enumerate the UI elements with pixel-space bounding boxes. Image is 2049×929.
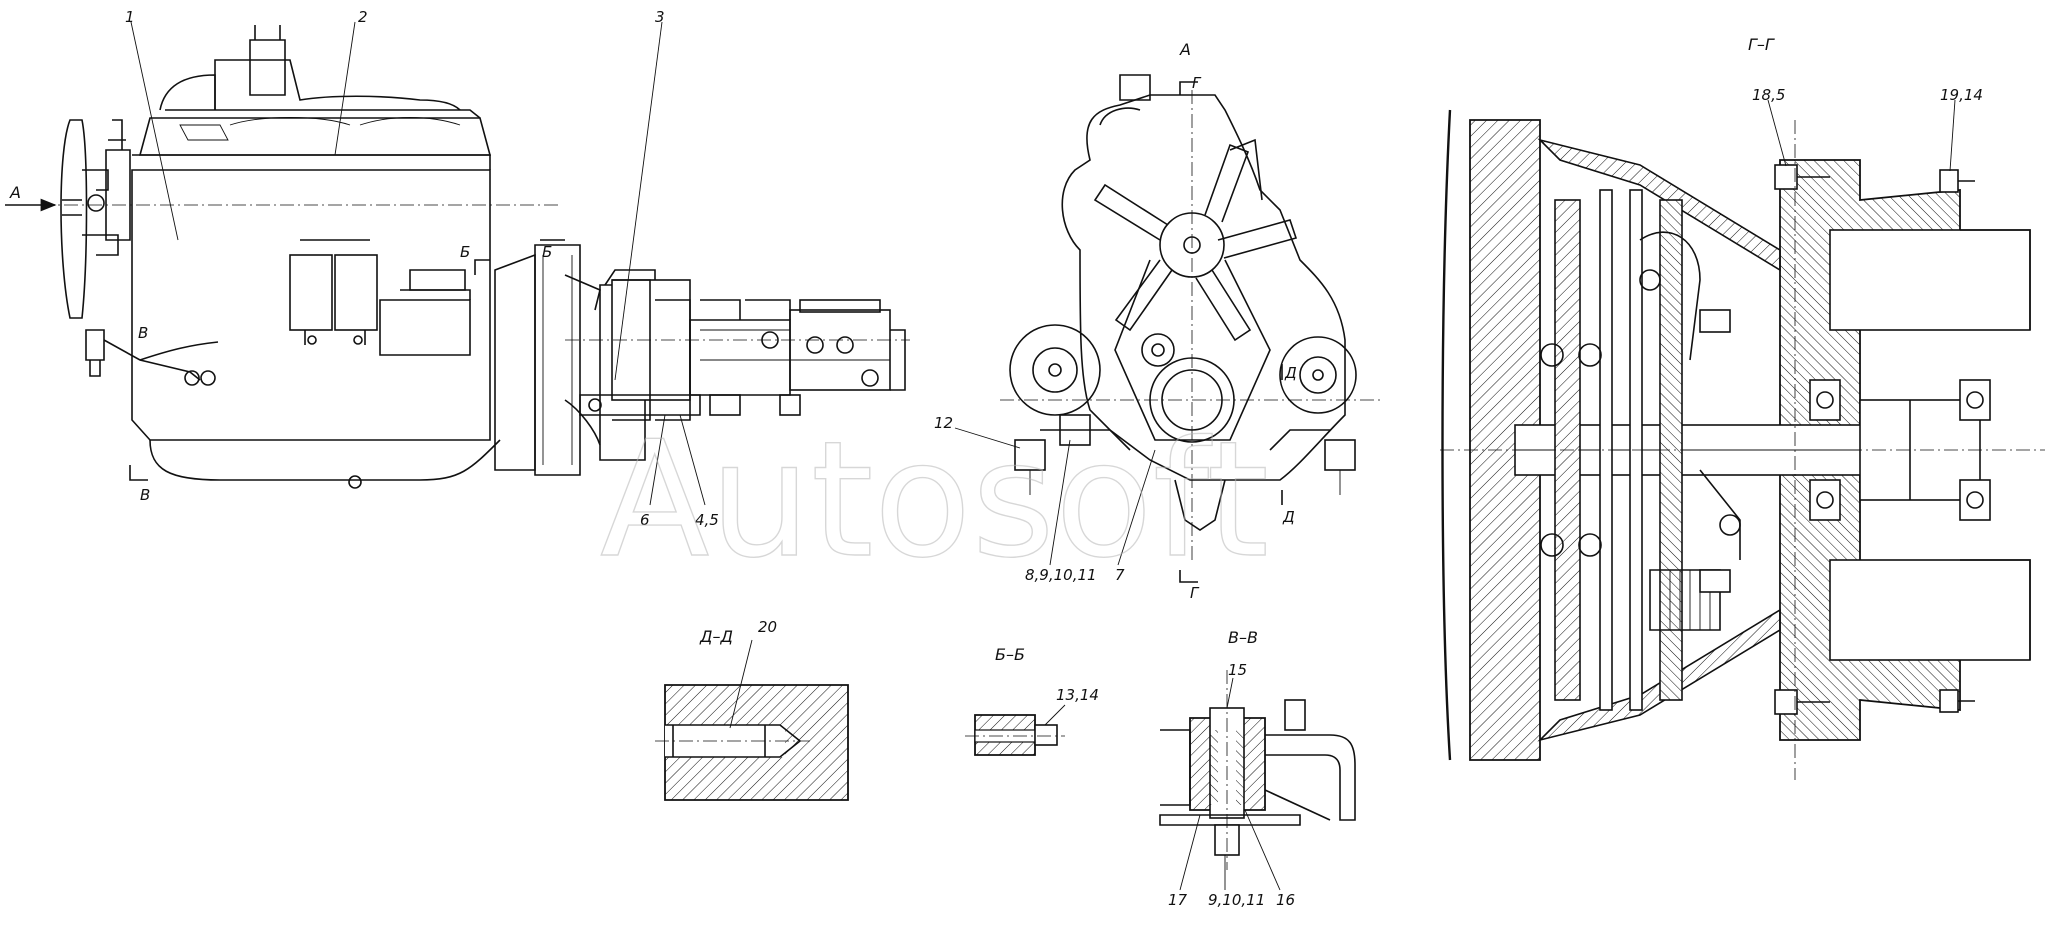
side-view: В xyxy=(5,8,910,529)
section-d-d: Д–Д 20 xyxy=(655,618,849,801)
callout-9-10-11: 9,10,11 xyxy=(1208,891,1265,909)
section-v-v: В–В 15 17 9,10,11 16 xyxy=(1159,628,1356,909)
view-a-arrow-label: A xyxy=(9,183,21,202)
callout-2: 2 xyxy=(358,8,368,26)
callout-12: 12 xyxy=(934,414,953,432)
view-a-title: A xyxy=(1179,40,1191,59)
callout-7: 7 xyxy=(1115,566,1125,584)
front-view-a: A xyxy=(934,40,1380,602)
callout-1: 1 xyxy=(125,8,135,26)
section-d-d-title: Д–Д xyxy=(699,627,733,646)
callout-16: 16 xyxy=(1276,891,1295,909)
callout-13-14: 13,14 xyxy=(1056,686,1099,704)
cut-d-bottom-label: Д xyxy=(1282,508,1295,526)
section-b-b-title: Б–Б xyxy=(995,645,1025,664)
section-g-g: Г–Г xyxy=(1440,35,2045,780)
callout-3: 3 xyxy=(655,8,665,26)
watermark-text: Autosoft xyxy=(600,406,1269,593)
callout-6: 6 xyxy=(640,511,650,529)
cut-d-top-label: Д xyxy=(1284,364,1297,382)
cut-b-label-2: Б xyxy=(542,243,552,261)
callout-18-5: 18,5 xyxy=(1752,86,1785,104)
callout-15: 15 xyxy=(1228,661,1247,679)
section-v-v-title: В–В xyxy=(1228,628,1258,647)
section-g-g-title: Г–Г xyxy=(1748,35,1775,54)
callout-19-14: 19,14 xyxy=(1940,86,1983,104)
section-b-b: Б–Б 13,14 xyxy=(965,645,1099,756)
cut-v-mid-label: В xyxy=(138,324,148,342)
cut-g-bottom-label: Г xyxy=(1190,584,1200,602)
callout-17: 17 xyxy=(1168,891,1188,909)
cut-b-label: Б xyxy=(460,243,470,261)
cut-v-bottom-label: В xyxy=(140,486,150,504)
callout-20: 20 xyxy=(758,618,777,636)
cut-g-top-label: Г xyxy=(1192,74,1202,92)
callout-4-5: 4,5 xyxy=(695,511,719,529)
callout-8-9-10-11: 8,9,10,11 xyxy=(1025,566,1097,584)
